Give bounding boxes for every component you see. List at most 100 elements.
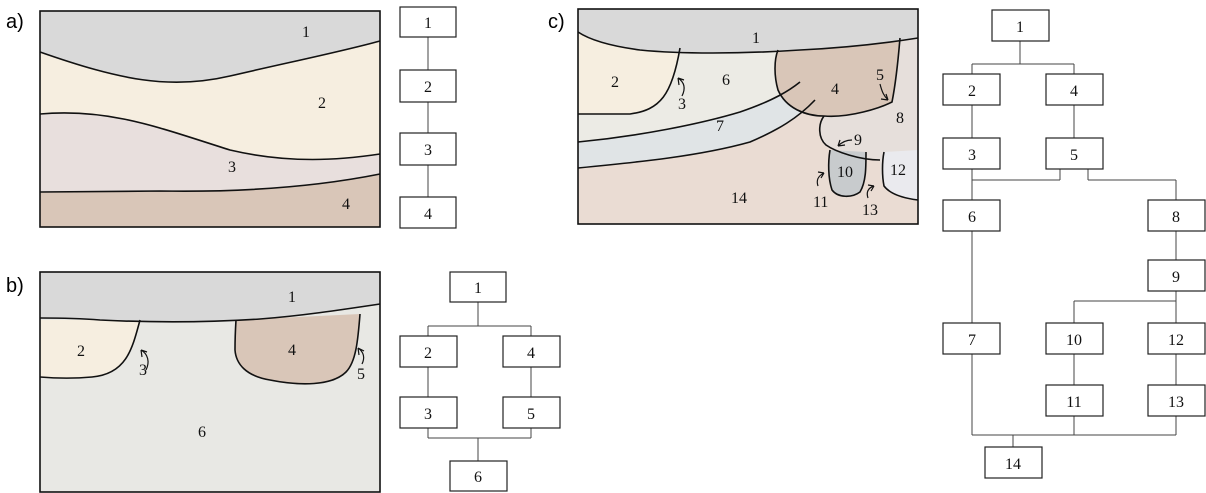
panel-c-node: 10 <box>1045 322 1104 355</box>
panel-c-frame <box>577 8 919 225</box>
panel-c-region-3-label: 3 <box>678 96 686 113</box>
panel-c-arrow-11 <box>816 171 825 187</box>
panel-c-boundary-6-7 <box>577 81 801 143</box>
panel-c-node-label: 12 <box>1168 332 1184 349</box>
panel-b-boundary-cap <box>39 303 381 323</box>
panel-b-letter: b) <box>6 275 24 297</box>
panel-c-arrow-5 <box>879 83 889 101</box>
panel-c-node: 8 <box>1147 199 1206 232</box>
panel-a-node-label: 3 <box>424 142 432 159</box>
panel-c-boundary-3 <box>578 47 681 115</box>
panel-c-node-label: 8 <box>1172 209 1180 226</box>
panel-c-node-label: 1 <box>1016 19 1024 36</box>
panel-c-node: 14 <box>984 446 1043 479</box>
panel-a-node: 2 <box>399 69 457 103</box>
panel-c-region-4-fill <box>775 38 900 117</box>
panel-a: a) 1 2 3 4 1 2 <box>6 6 457 229</box>
panel-a-region-3-label: 3 <box>228 159 236 176</box>
panel-c-node-label: 5 <box>1070 147 1078 164</box>
panel-a-frame <box>39 10 381 228</box>
panel-a-node: 1 <box>399 6 457 38</box>
panel-c-region-11-label: 11 <box>813 194 828 211</box>
panel-c-region-7-label: 7 <box>716 118 724 135</box>
panel-b-region-2-fill <box>40 320 140 379</box>
panel-c-region-6-fill <box>578 48 800 142</box>
panel-c-graph: 1 2 4 3 5 6 8 <box>942 9 1206 479</box>
panel-a-node: 4 <box>399 196 457 229</box>
panel-a-region-1-label: 1 <box>302 24 310 41</box>
panel-b-node-label: 5 <box>527 406 535 423</box>
panel-a-layer-2-fill <box>40 41 380 160</box>
panel-c-arrow-3 <box>677 77 685 97</box>
panel-b-region-4-fill <box>235 314 360 384</box>
panel-a-layer-1-fill <box>40 11 380 83</box>
panel-c-cross-section: 1 2 3 4 5 6 7 8 9 10 11 12 13 14 <box>577 8 919 225</box>
panel-b-node-label: 3 <box>424 406 432 423</box>
panel-b-boundary-3 <box>39 319 141 379</box>
panel-c-region-1-label: 1 <box>752 30 760 47</box>
panel-b: b) 1 2 3 4 5 6 <box>6 271 561 493</box>
panel-b-region-6-label: 6 <box>198 424 206 441</box>
panel-c-region-6-label: 6 <box>722 72 730 89</box>
panel-c: c) 1 2 3 <box>548 8 1206 479</box>
panel-c-node: 1 <box>991 9 1050 42</box>
panel-c-node: 5 <box>1045 137 1104 170</box>
panel-c-boundary-7-14 <box>577 99 816 169</box>
panel-b-node: 3 <box>399 396 458 429</box>
panel-c-node-label: 9 <box>1172 269 1180 286</box>
panel-c-region-12-fill <box>882 150 918 200</box>
panel-a-region-2-label: 2 <box>318 95 326 112</box>
panel-c-region-14-label: 14 <box>731 190 747 207</box>
panel-b-node-label: 6 <box>474 469 482 486</box>
panel-c-letter: c) <box>548 11 565 33</box>
panel-c-node: 6 <box>942 199 1001 232</box>
panel-c-boundary-5 <box>774 37 901 118</box>
panel-c-region-1-fill <box>578 9 918 53</box>
panel-b-region-1-fill <box>40 272 380 322</box>
panel-b-graph: 1 2 4 3 5 6 <box>399 271 561 492</box>
panel-c-node-label: 4 <box>1070 83 1078 100</box>
panel-b-node: 6 <box>449 460 508 492</box>
panel-c-boundary-13 <box>881 151 919 201</box>
panel-c-region-5-label: 5 <box>876 67 884 84</box>
panel-b-frame <box>39 271 381 493</box>
panel-c-region-2-fill <box>578 32 680 114</box>
panel-c-boundary-11 <box>827 149 867 198</box>
panel-b-node: 1 <box>449 271 507 303</box>
panel-c-region-2-label: 2 <box>611 74 619 91</box>
panel-c-node-label: 2 <box>968 83 976 100</box>
panel-b-node: 5 <box>502 396 561 429</box>
panel-c-boundary-cap <box>577 31 919 54</box>
panel-a-boundary-3-4 <box>39 173 381 193</box>
panel-c-arrow-13 <box>866 184 875 199</box>
panel-b-arrow-3 <box>140 349 149 371</box>
panel-c-region-7-fill <box>578 82 815 168</box>
panel-a-node: 3 <box>399 132 457 166</box>
panel-b-region-1-label: 1 <box>288 289 296 306</box>
panel-c-node: 3 <box>942 137 1001 170</box>
panel-c-node-label: 7 <box>968 332 976 349</box>
panel-b-region-3-label: 3 <box>139 362 147 379</box>
panel-c-node-label: 11 <box>1066 394 1081 411</box>
panel-c-node-label: 6 <box>968 209 976 226</box>
panel-b-region-4-label: 4 <box>288 342 296 359</box>
panel-c-region-10-fill <box>828 150 866 197</box>
panel-a-graph: 1 2 3 4 <box>399 6 457 229</box>
panel-c-region-10-label: 10 <box>837 164 853 181</box>
panel-a-region-4-label: 4 <box>342 196 350 213</box>
panel-c-node: 7 <box>942 322 1001 355</box>
panel-b-boundary-5 <box>234 313 361 385</box>
panel-a-node-label: 1 <box>424 15 432 32</box>
panel-c-node-label: 10 <box>1066 332 1082 349</box>
panel-b-region-5-label: 5 <box>357 366 365 383</box>
panel-b-arrow-5 <box>357 347 365 365</box>
panel-c-region-12-label: 12 <box>890 162 906 179</box>
panel-b-node: 2 <box>399 335 458 368</box>
panel-a-letter: a) <box>6 11 24 33</box>
panel-c-node-label: 3 <box>968 147 976 164</box>
panel-a-node-label: 2 <box>424 79 432 96</box>
panel-b-node: 4 <box>502 335 561 368</box>
panel-c-region-8-label: 8 <box>896 110 904 127</box>
panel-c-node-label: 14 <box>1005 456 1021 473</box>
